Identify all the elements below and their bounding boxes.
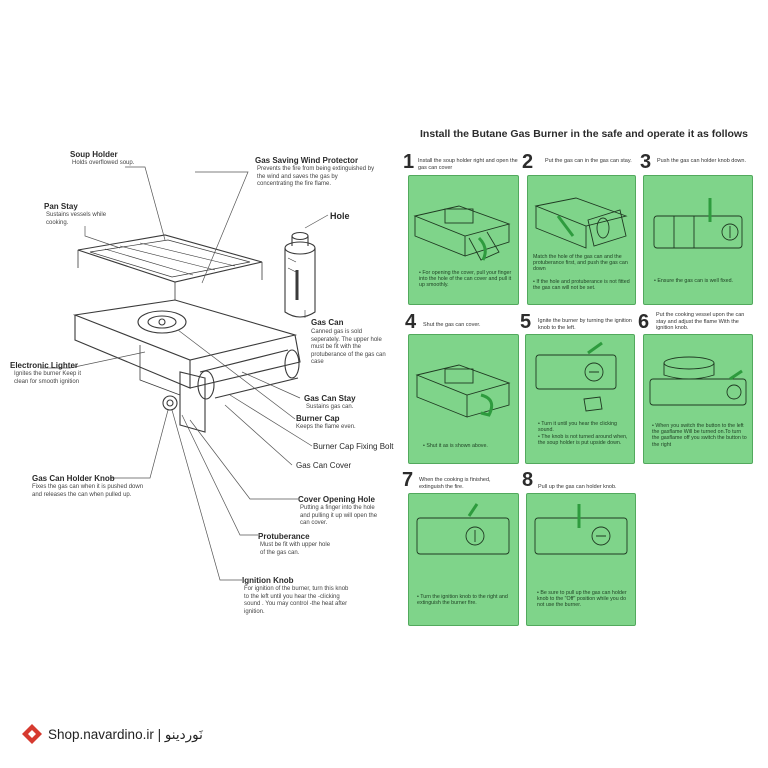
- step-8-number: 8: [522, 469, 534, 491]
- step-3-number: 3: [640, 151, 652, 173]
- label-gas-can-cover-title: Gas Can Cover: [296, 461, 352, 470]
- step-2-panel: Match the hole of the gas can and the pr…: [527, 175, 636, 305]
- step-5-number: 5: [520, 311, 532, 333]
- step-2-note-1: • If the hole and protuberance is not fi…: [533, 279, 630, 292]
- step-7-number: 7: [402, 469, 414, 491]
- label-gas-can-stay-title: Gas Can Stay: [304, 394, 356, 403]
- label-cover-hole-desc: Putting a finger into the hole and pulli…: [300, 505, 378, 526]
- footer-link[interactable]: Shop.navardino.ir | نَوردینو: [48, 727, 203, 742]
- step-5-text: Ignite the burner by turning the ignitio…: [538, 318, 632, 331]
- step-5-illustration: [535, 341, 617, 412]
- label-burner-cap-desc: Keeps the flame even.: [296, 424, 356, 430]
- label-holder-knob-title: Gas Can Holder Knob: [32, 474, 115, 483]
- label-cover-hole-title: Cover Opening Hole: [298, 495, 375, 504]
- label-soup-holder-title: Soup Holder: [70, 150, 118, 159]
- step-1-illustration: [413, 205, 511, 261]
- step-8-text: Pull up the gas can holder knob.: [538, 484, 617, 490]
- label-gas-can-title: Gas Can: [311, 318, 344, 327]
- stove-diagram: [40, 166, 329, 581]
- step-6-text: Put the cooking vessel upon the can stay…: [656, 312, 745, 331]
- step-4-panel: • Shut it as is shown above.: [408, 334, 519, 464]
- label-protuberance-title: Protuberance: [258, 532, 310, 541]
- label-ignition-knob-title: Ignition Knob: [242, 576, 294, 585]
- step-6-number: 6: [638, 311, 650, 333]
- step-5-note-1: • The knob is not turned around when, th…: [538, 434, 628, 447]
- step-2-note-0: Match the hole of the gas can and the pr…: [533, 254, 628, 273]
- step-7-illustration: [416, 503, 510, 555]
- label-protuberance-desc: Must be fit with upper hole of the gas c…: [260, 542, 331, 556]
- step-6-panel: • When you switch the button to the left…: [643, 334, 753, 464]
- label-gas-can-stay-desc: Sustains gas can.: [306, 404, 354, 410]
- step-1-panel: • For opening the cover, pull your finge…: [408, 175, 519, 305]
- step-3-text: Push the gas can holder knob down.: [657, 158, 746, 164]
- label-soup-holder-desc: Holds overflowed soup.: [72, 160, 135, 166]
- step-6-illustration: [649, 356, 747, 406]
- step-8-panel: • Be sure to pull up the gas can holder …: [526, 493, 636, 626]
- step-1-note-0: • For opening the cover, pull your finge…: [419, 270, 512, 289]
- label-electronic-lighter-desc: Ignites the burner Keep it clean for smo…: [14, 371, 82, 385]
- step-5-panel: • Turn it until you hear the clicking so…: [525, 334, 635, 464]
- step-2-number: 2: [522, 151, 534, 173]
- label-electronic-lighter-title: Electronic Lighter: [10, 361, 79, 370]
- label-gas-can-desc: Canned gas is sold seperately. The upper…: [311, 329, 386, 365]
- step-2-text: Put the gas can in the gas can stay.: [545, 158, 632, 164]
- label-holder-knob-desc: Fixes the gas can when it is pushed down…: [32, 484, 144, 498]
- label-pan-stay-title: Pan Stay: [44, 202, 78, 211]
- step-2-illustration: [534, 197, 628, 249]
- step-4-text: Shut the gas can cover.: [423, 322, 481, 328]
- leader-lines: [40, 166, 329, 581]
- step-3-note-0: • Ensure the gas can is well fixed.: [654, 278, 733, 284]
- step-4-illustration: [415, 364, 511, 418]
- label-wind-protector-title: Gas Saving Wind Protector: [255, 156, 359, 165]
- step-8-note-0: • Be sure to pull up the gas can holder …: [537, 590, 627, 609]
- label-ignition-knob-desc: For ignition of the burner, turn this kn…: [244, 586, 349, 615]
- label-wind-protector-desc: Prevents the fire from being extinguishe…: [257, 166, 375, 187]
- step-3-panel: • Ensure the gas can is well fixed.: [643, 175, 753, 305]
- label-hole-title: Hole: [330, 211, 350, 221]
- navardino-logo-icon: [22, 724, 42, 744]
- page-title: Install the Butane Gas Burner in the saf…: [420, 128, 748, 140]
- label-pan-stay-desc: Sustains vessels while cooking.: [46, 212, 107, 226]
- step-4-note-0: • Shut it as is shown above.: [423, 443, 488, 449]
- step-6-note-0: • When you switch the button to the left…: [652, 423, 747, 448]
- step-5-note-0: • Turn it until you hear the clicking so…: [538, 421, 617, 434]
- label-fixing-bolt-title: Burner Cap Fixing Bolt: [313, 442, 394, 451]
- step-4-number: 4: [405, 311, 417, 333]
- step-7-note-0: • Turn the ignition knob to the right an…: [417, 594, 508, 607]
- step-1-text: Install the soup holder right and open t…: [418, 158, 518, 171]
- step-7-panel: • Turn the ignition knob to the right an…: [408, 493, 519, 626]
- step-7-text: When the cooking is finished, extinguish…: [419, 477, 491, 490]
- step-3-illustration: [653, 198, 743, 249]
- label-burner-cap-title: Burner Cap: [296, 414, 340, 423]
- step-8-illustration: [534, 504, 628, 555]
- step-1-number: 1: [403, 151, 415, 173]
